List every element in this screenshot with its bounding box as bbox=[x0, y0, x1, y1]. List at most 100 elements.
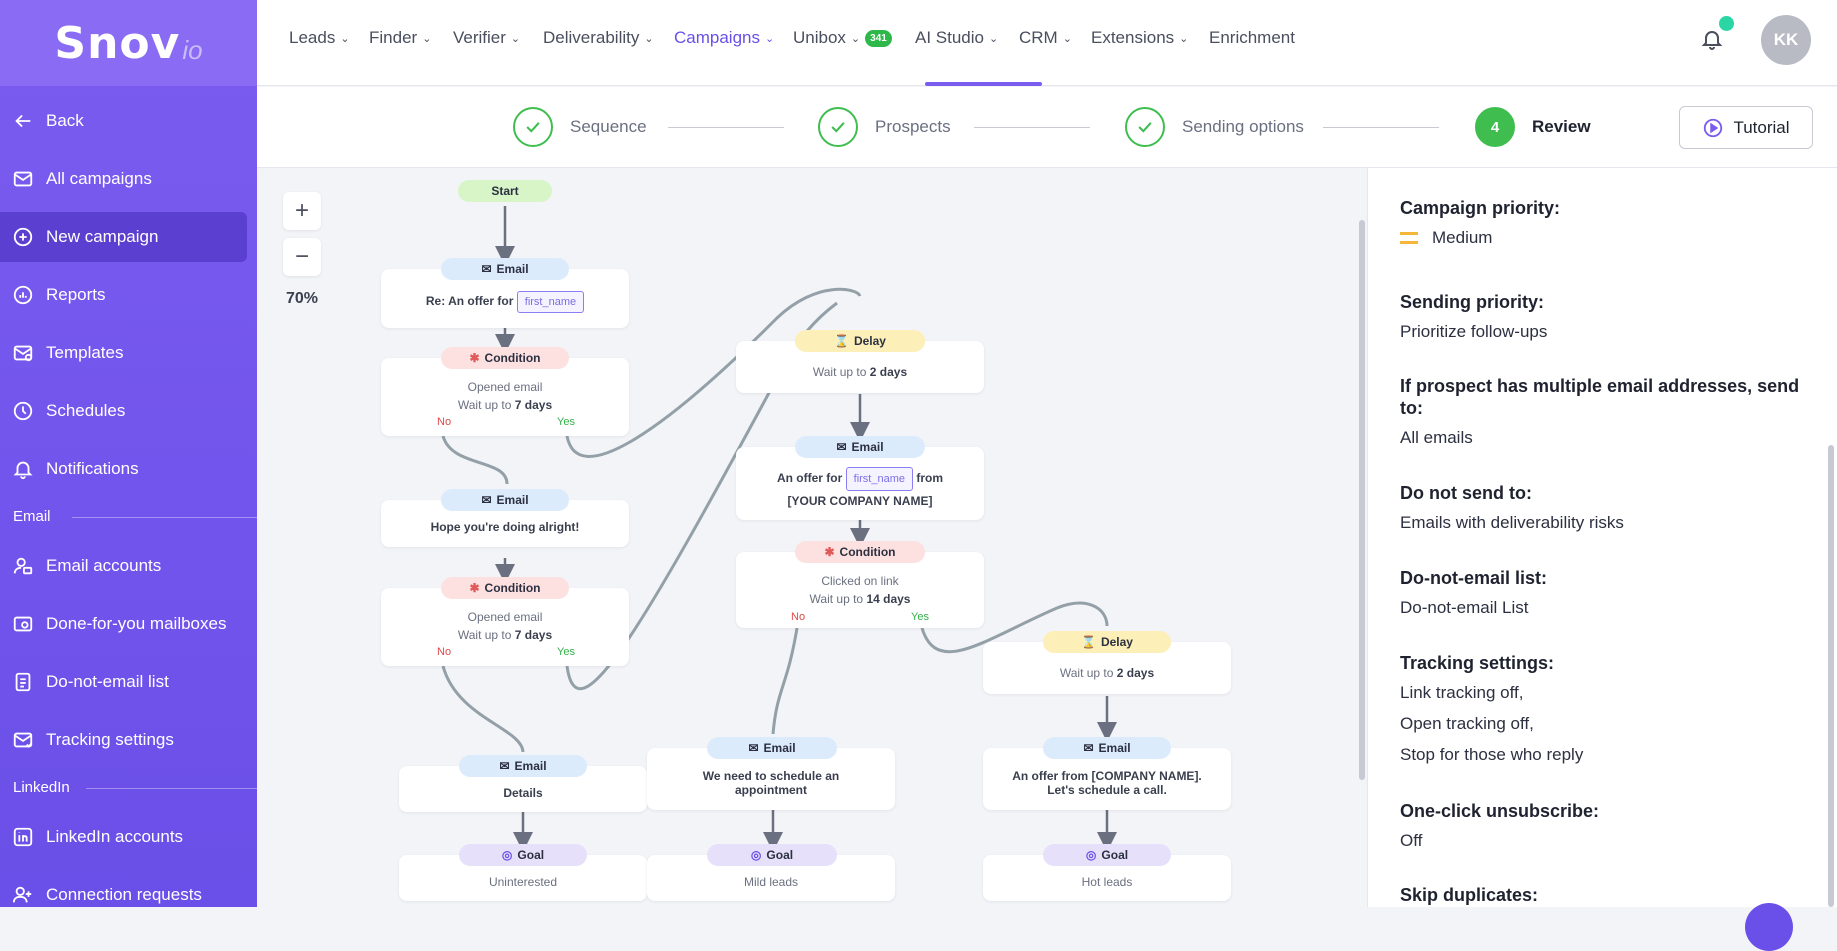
section-heading: Do not send to: bbox=[1400, 483, 1532, 503]
step-connector bbox=[974, 127, 1090, 128]
sidebar-item-back[interactable]: Back bbox=[0, 96, 257, 146]
nav-unibox[interactable]: Unibox⌄341 bbox=[793, 28, 892, 48]
nav-label: Extensions bbox=[1091, 28, 1175, 47]
mail-icon: ✉ bbox=[481, 493, 492, 507]
wait-days: 7 days bbox=[514, 398, 553, 412]
sidebar-item-label: LinkedIn accounts bbox=[46, 827, 184, 846]
wait-days: 14 days bbox=[866, 592, 911, 606]
tutorial-button[interactable]: Tutorial bbox=[1679, 106, 1813, 149]
mail-icon: ✉ bbox=[748, 741, 759, 755]
section-value: Link tracking off, bbox=[1400, 683, 1524, 702]
email-node-1[interactable]: Re: An offer for first_name bbox=[381, 269, 629, 328]
pill-label: Email bbox=[514, 759, 547, 773]
asterisk-icon: ✱ bbox=[469, 351, 480, 365]
do-not-email-list-section: Do-not-email list: Do-not-email List bbox=[1400, 567, 1820, 623]
wait-prefix: Wait up to bbox=[809, 592, 864, 606]
tracking-icon bbox=[12, 729, 34, 751]
email-node-2[interactable]: An offer for first_name from[YOUR COMPAN… bbox=[736, 447, 984, 520]
mail-icon: ✉ bbox=[1083, 741, 1094, 755]
step-sequence[interactable]: Sequence bbox=[513, 107, 647, 147]
nav-enrichment[interactable]: Enrichment bbox=[1209, 28, 1295, 48]
panel-scrollbar[interactable] bbox=[1828, 445, 1834, 907]
stepper-bar: Sequence Prospects Sending options 4 Rev… bbox=[257, 87, 1837, 168]
wait-prefix: Wait up to bbox=[457, 398, 512, 412]
variable-tag: first_name bbox=[516, 291, 585, 313]
avatar[interactable]: KK bbox=[1761, 15, 1811, 65]
condition-text: Opened email bbox=[467, 380, 543, 394]
step-sending-options[interactable]: Sending options bbox=[1125, 107, 1304, 147]
divider bbox=[72, 517, 257, 518]
sidebar-item-label: Tracking settings bbox=[46, 730, 174, 749]
sidebar-item-all-campaigns[interactable]: All campaigns bbox=[0, 154, 257, 204]
chevron-down-icon: ⌄ bbox=[340, 32, 350, 45]
mailbox-icon bbox=[12, 613, 34, 635]
section-value: Prioritize follow-ups bbox=[1400, 322, 1548, 341]
nav-active-indicator bbox=[925, 82, 1042, 86]
template-icon bbox=[12, 342, 34, 364]
email-subject: Hope you're doing alright! bbox=[430, 520, 580, 534]
goal-node-3[interactable]: Hot leads bbox=[983, 855, 1231, 901]
campaign-priority-section: Campaign priority: Medium bbox=[1400, 197, 1820, 253]
step-review[interactable]: 4 Review bbox=[1475, 107, 1591, 147]
sidebar-item-done-for-you-mailboxes[interactable]: Done-for-you mailboxes bbox=[0, 599, 257, 649]
condition-text: Opened email bbox=[467, 610, 543, 624]
section-heading: Skip duplicates: bbox=[1400, 885, 1539, 905]
sidebar-item-do-not-email-list[interactable]: Do-not-email list bbox=[0, 657, 257, 707]
nav-crm[interactable]: CRM⌄ bbox=[1019, 28, 1072, 48]
no-label: No bbox=[437, 646, 452, 658]
arrow-left-icon bbox=[12, 110, 34, 132]
sidebar-item-email-accounts[interactable]: Email accounts bbox=[0, 541, 257, 591]
nav-leads[interactable]: Leads⌄ bbox=[289, 28, 350, 48]
sidebar-item-schedules[interactable]: Schedules bbox=[0, 386, 257, 436]
sidebar-item-templates[interactable]: Templates bbox=[0, 328, 257, 378]
report-icon bbox=[12, 284, 34, 306]
step-label: Prospects bbox=[875, 117, 951, 136]
sidebar-item-label: Templates bbox=[46, 343, 124, 362]
no-label: No bbox=[437, 416, 452, 428]
sidebar: Snov io Back All campaigns New campaign … bbox=[0, 0, 257, 907]
canvas-scrollbar[interactable] bbox=[1359, 220, 1365, 780]
section-heading: One-click unsubscribe: bbox=[1400, 801, 1600, 821]
flow-canvas[interactable]: + − 70% Start Re: An bbox=[257, 168, 1367, 907]
nav-label: CRM bbox=[1019, 28, 1058, 47]
sidebar-item-tracking-settings[interactable]: Tracking settings bbox=[0, 715, 257, 765]
goal-text: Mild leads bbox=[743, 875, 799, 889]
nav-verifier[interactable]: Verifier⌄ bbox=[453, 28, 520, 48]
sidebar-item-new-campaign[interactable]: New campaign bbox=[0, 212, 247, 262]
step-prospects[interactable]: Prospects bbox=[818, 107, 951, 147]
logo[interactable]: Snov io bbox=[0, 0, 257, 86]
zoom-out-button[interactable]: − bbox=[283, 238, 321, 276]
nav-deliverability[interactable]: Deliverability⌄ bbox=[543, 28, 654, 48]
nav-extensions[interactable]: Extensions⌄ bbox=[1091, 28, 1188, 48]
priority-medium-icon bbox=[1400, 231, 1418, 244]
sidebar-item-label: Do-not-email list bbox=[46, 672, 169, 691]
nav-ai-studio[interactable]: AI Studio ⌄ bbox=[915, 28, 998, 48]
zoom-in-button[interactable]: + bbox=[283, 192, 321, 230]
sidebar-item-reports[interactable]: Reports bbox=[0, 270, 257, 320]
goal-pill: ◎Goal bbox=[1043, 844, 1171, 866]
nav-campaigns[interactable]: Campaigns⌄ bbox=[674, 28, 774, 48]
step-number: 4 bbox=[1475, 107, 1515, 147]
nav-label: AI Studio bbox=[915, 28, 984, 47]
sidebar-item-connection-requests[interactable]: Connection requests bbox=[0, 870, 257, 920]
chevron-down-icon: ⌄ bbox=[989, 32, 999, 45]
sidebar-item-linkedin-accounts[interactable]: LinkedIn accounts bbox=[0, 812, 257, 862]
list-icon bbox=[12, 671, 34, 693]
sidebar-section-linkedin: LinkedIn bbox=[13, 779, 70, 796]
email-pill: ✉Email bbox=[1043, 737, 1171, 759]
do-not-send-section: Do not send to: Emails with deliverabili… bbox=[1400, 482, 1820, 538]
target-icon: ◎ bbox=[501, 848, 513, 862]
chat-button[interactable] bbox=[1745, 903, 1793, 951]
notifications-bell-icon[interactable] bbox=[1700, 26, 1724, 52]
email-pill: ✉Email bbox=[459, 755, 587, 777]
sidebar-item-notifications[interactable]: Notifications bbox=[0, 444, 257, 494]
check-icon bbox=[513, 107, 553, 147]
yes-label: Yes bbox=[557, 646, 575, 658]
nav-finder[interactable]: Finder⌄ bbox=[369, 28, 431, 48]
goal-pill: ◎Goal bbox=[707, 844, 837, 866]
wait-days: 2 days bbox=[869, 365, 908, 379]
email-pill: ✉Email bbox=[441, 258, 569, 280]
